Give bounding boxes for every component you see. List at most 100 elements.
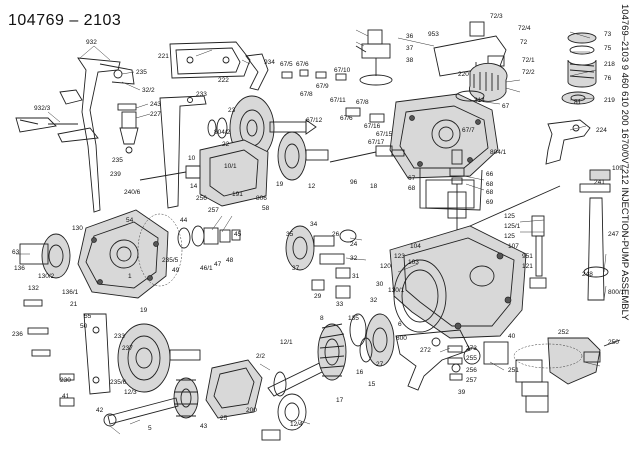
callout: 230 — [60, 377, 71, 384]
callout: 67/12 — [306, 117, 323, 124]
callout: 72/2 — [522, 69, 535, 76]
callout: 256 — [196, 195, 207, 202]
callout: 800/1 — [608, 289, 625, 296]
callout: 252 — [558, 329, 569, 336]
callout: 107 — [508, 243, 519, 250]
callout: 251 — [508, 367, 519, 374]
valve-assembly-lower-right — [515, 337, 621, 413]
callout: 31 — [352, 273, 360, 280]
callout: 191 — [232, 191, 243, 198]
callout: 26 — [332, 231, 340, 238]
callout: 67/11 — [330, 97, 346, 104]
callout: 235/6 — [110, 379, 127, 386]
callout: 932/3 — [34, 105, 51, 112]
callout: 236 — [12, 331, 23, 338]
governor-springs — [561, 32, 597, 105]
callout: 67 — [502, 103, 510, 110]
callout: 38 — [406, 57, 414, 64]
callout-labels: 932 221 222 934 235 32/2 932/3 243 227 2… — [12, 13, 625, 432]
callout: 34 — [310, 221, 318, 228]
callout: 2/2 — [256, 353, 265, 360]
callout: 227 — [150, 111, 161, 118]
adjusting-lever — [245, 53, 269, 91]
callout: 39 — [458, 389, 466, 396]
callout: 5 — [148, 425, 152, 432]
callout: 130/1 — [388, 287, 405, 294]
callout: 951 — [522, 253, 533, 260]
callout: 33 — [336, 301, 344, 308]
callout: 16 — [356, 369, 364, 376]
callout: 29 — [314, 293, 322, 300]
callout: 235/5 — [162, 257, 179, 264]
callout: 10/1 — [224, 163, 237, 170]
callout: 37 — [292, 265, 300, 272]
callout: 121 — [522, 263, 533, 270]
callout: 103 — [408, 259, 419, 266]
callout: 136 — [14, 265, 25, 272]
callout: 43 — [200, 423, 208, 430]
callout: 247 — [608, 231, 619, 238]
mounting-bracket — [159, 95, 207, 209]
callout: 21 — [70, 301, 78, 308]
callout: 67/15 — [376, 131, 393, 138]
callout: 72/1 — [522, 57, 535, 64]
callout: 125 — [504, 233, 515, 240]
callout: 135 — [348, 315, 359, 322]
callout: 237 — [122, 345, 133, 352]
callout: 54 — [126, 217, 134, 224]
callout: 32 — [350, 255, 358, 262]
callout: 932 — [86, 39, 97, 46]
bracket-800 — [395, 329, 471, 391]
callout: 67/8 — [300, 91, 313, 98]
callout: 12/1 — [280, 339, 293, 346]
callout: 32 — [370, 297, 378, 304]
callout: 24 — [350, 241, 358, 248]
drive-shaft — [267, 323, 347, 397]
pump-housing — [389, 225, 527, 339]
callout: 45 — [234, 231, 242, 238]
callout: 125/1 — [504, 223, 521, 230]
callout: 241 — [594, 179, 605, 186]
callout: 12/4 — [290, 421, 303, 428]
callout: 130 — [72, 225, 83, 232]
callout: 44 — [180, 217, 188, 224]
callout: 35 — [286, 231, 294, 238]
o-ring — [513, 343, 583, 369]
callout: 6 — [398, 321, 402, 328]
callout: 273 — [466, 345, 477, 352]
callout: 120 — [380, 263, 391, 270]
callout: 15 — [368, 381, 376, 388]
callout: 222 — [218, 77, 229, 84]
callout: 23 — [228, 107, 236, 114]
callout: 49 — [172, 267, 180, 274]
callout: 67/7 — [462, 127, 475, 134]
callout: 10 — [188, 155, 196, 162]
callout: 239 — [110, 171, 121, 178]
page-title: 104769 – 2103 — [8, 12, 122, 29]
callout: 123 — [394, 253, 405, 260]
callout: 48 — [226, 257, 234, 264]
callout: 40 — [508, 333, 516, 340]
callout: 72/3 — [490, 13, 503, 20]
callout: 218 — [604, 61, 615, 68]
linkage-bracket — [15, 57, 135, 213]
callout: 67/6 — [296, 61, 309, 68]
callout: 67/6 — [340, 115, 353, 122]
callout: 30 — [376, 281, 384, 288]
callout: 248 — [582, 271, 593, 278]
callout: 27 — [376, 361, 384, 368]
callout: 224 — [596, 127, 607, 134]
callout: 1 — [128, 273, 132, 280]
callout: 69 — [486, 199, 494, 206]
callout: 219 — [604, 97, 615, 104]
lower-left-cover — [83, 313, 201, 395]
callout: 200 — [246, 407, 257, 414]
callout: 76 — [604, 75, 612, 82]
callout: 132 — [28, 285, 39, 292]
feed-pump — [261, 393, 307, 441]
callout: 257 — [208, 207, 219, 214]
governor-assembly — [139, 131, 329, 207]
callout: 67/5 — [280, 61, 293, 68]
screws-lower — [447, 345, 463, 381]
callout: 256 — [466, 367, 477, 374]
